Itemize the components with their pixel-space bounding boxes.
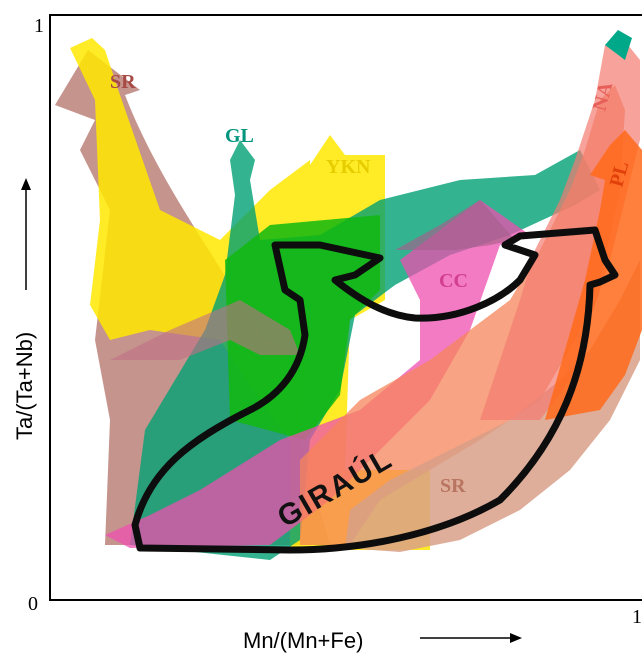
field-label-gl: GL (225, 125, 254, 147)
plot-frame (49, 14, 642, 601)
na-field (480, 35, 640, 420)
y-tick-1: 1 (34, 15, 44, 37)
x-axis-arrowhead (510, 633, 522, 643)
field-label-sr-left: SR (110, 71, 136, 93)
field-label-ykn: YKN (326, 156, 371, 178)
salmon-band (300, 85, 625, 545)
mauve-overlay-cc (395, 200, 515, 250)
x-axis-label: Mn/(Mn+Fe) (243, 628, 363, 653)
field-label-cc: CC (439, 270, 468, 292)
origin-tick-0: 0 (28, 593, 38, 615)
giraul-trend-outline (131, 226, 619, 554)
y-axis-arrowhead (21, 178, 31, 190)
pl-field (545, 130, 642, 420)
mauve-overlay-left (110, 300, 300, 360)
field-label-sr-right: SR (440, 475, 466, 497)
green-tip-right (605, 30, 632, 60)
x-tick-1: 1 (632, 606, 642, 628)
cc-field (105, 200, 530, 548)
sr-right-field (345, 260, 640, 552)
y-axis-label: Ta/(Ta+Nb) (12, 332, 37, 440)
